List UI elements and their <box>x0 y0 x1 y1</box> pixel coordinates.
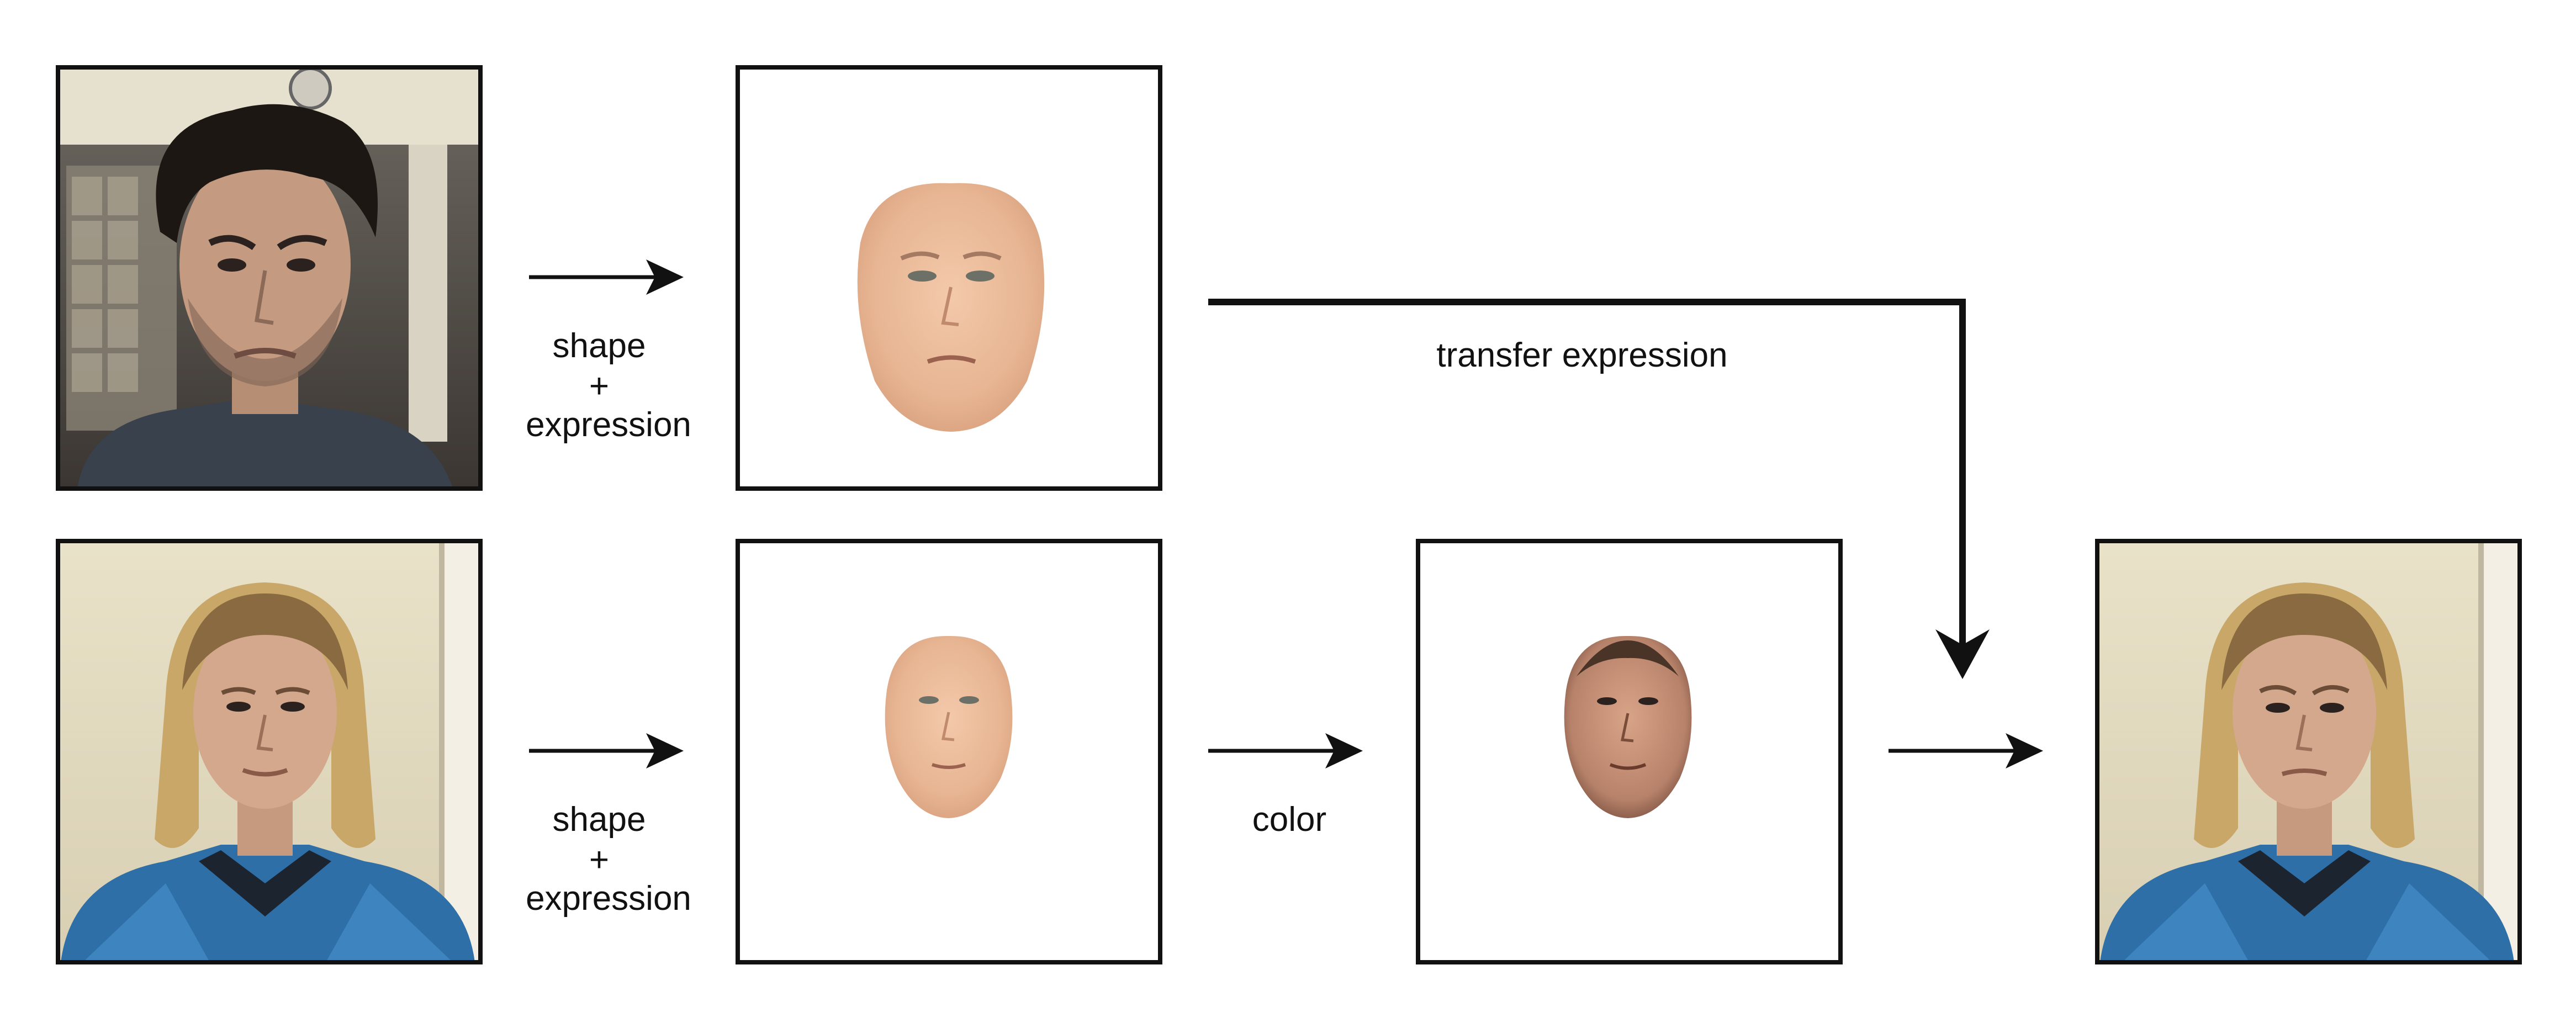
source-photo <box>58 67 480 489</box>
arrow-to-result <box>1889 733 2043 768</box>
label-expression-bottom: expression <box>526 879 691 918</box>
arrow-target-to-model <box>529 733 684 768</box>
label-transfer-expression: transfer expression <box>1436 336 1727 374</box>
source-model-panel <box>736 65 1162 491</box>
target-photo <box>58 541 480 962</box>
source-photo-frame <box>56 65 483 491</box>
label-shape-bottom: shape <box>553 801 646 839</box>
label-shape-top: shape <box>553 327 646 365</box>
result-photo-frame <box>2095 539 2522 964</box>
target-model-panel <box>736 539 1162 964</box>
result-photo <box>2097 541 2520 962</box>
arrow-transfer-expression <box>1208 299 1990 679</box>
colored-model-panel <box>1416 539 1843 964</box>
label-expression-top: expression <box>526 406 691 444</box>
arrow-model-to-colored <box>1208 733 1363 768</box>
label-plus-bottom: + <box>589 841 609 879</box>
label-plus-top: + <box>589 367 609 405</box>
target-photo-frame <box>56 539 483 964</box>
arrow-source-to-model <box>529 259 684 295</box>
label-color: color <box>1252 801 1326 839</box>
